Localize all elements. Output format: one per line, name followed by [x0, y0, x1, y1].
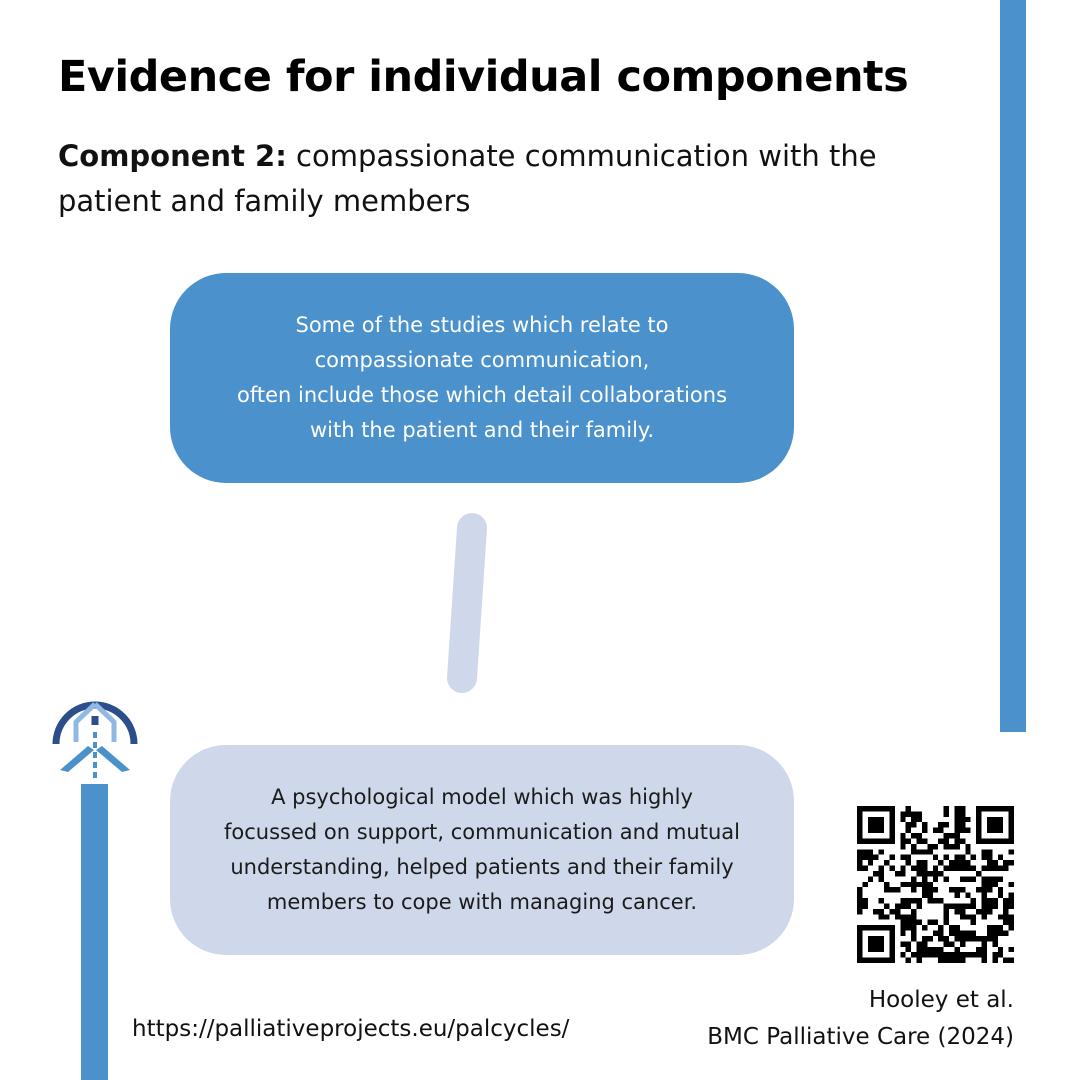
citation-authors: Hooley et al.	[868, 987, 1014, 1013]
model-box: A psychological model which was highly f…	[170, 745, 794, 955]
right-accent-bar	[1000, 0, 1026, 732]
citation: Hooley et al. BMC Palliative Care (2024)	[707, 982, 1014, 1056]
palcycles-logo-icon	[52, 701, 138, 782]
component-label: Component 2:	[58, 139, 287, 173]
studies-box: Some of the studies which relate to comp…	[170, 273, 794, 483]
component-heading: Component 2: compassionate communication…	[58, 134, 888, 224]
model-text: A psychological model which was highly f…	[224, 785, 740, 914]
connector-line	[447, 513, 487, 693]
qr-code-icon	[857, 806, 1014, 963]
left-accent-bar	[81, 784, 108, 1080]
project-url-link[interactable]: https://palliativeprojects.eu/palcycles/	[132, 1016, 570, 1042]
studies-text: Some of the studies which relate to comp…	[236, 313, 728, 442]
component-text: compassionate communication with the pat…	[58, 139, 877, 218]
citation-journal: BMC Palliative Care (2024)	[707, 1024, 1014, 1050]
page-title: Evidence for individual components	[58, 52, 909, 102]
